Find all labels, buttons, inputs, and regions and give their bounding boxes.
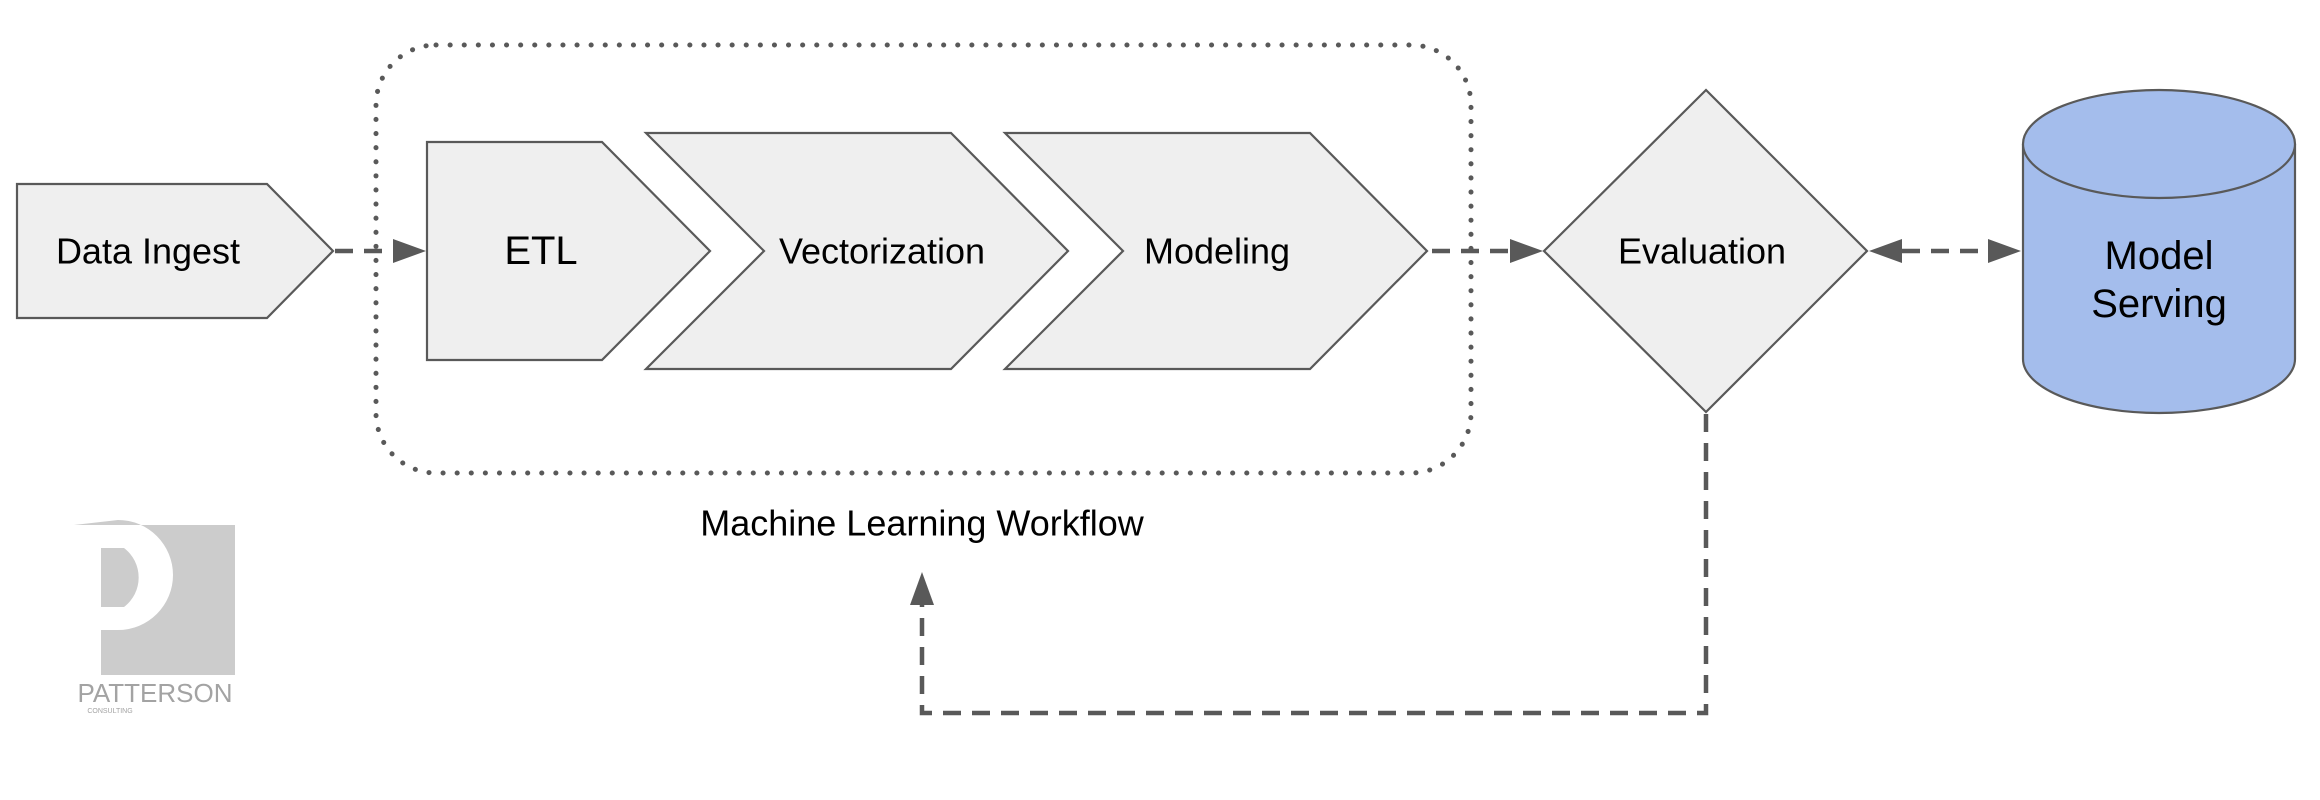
etl-label: ETL xyxy=(504,229,577,273)
feedback-loop-connector xyxy=(910,414,1709,716)
vectorization-label: Vectorization xyxy=(779,231,985,272)
ml-workflow-group-border xyxy=(373,42,1474,476)
data-ingest-node: Data Ingest xyxy=(15,182,335,320)
etl-node: ETL xyxy=(425,140,712,362)
model-serving-body xyxy=(2021,144,2297,415)
model-serving-label-line2: Serving xyxy=(2091,282,2227,326)
arrowhead-left xyxy=(1869,239,1902,263)
evaluation-node: Evaluation xyxy=(1542,88,1869,414)
arrowhead-right xyxy=(1988,239,2021,263)
model-serving-label-line1: Model xyxy=(2105,234,2214,278)
modeling-label: Modeling xyxy=(1144,231,1290,272)
connector-modeling-to-evaluation xyxy=(1432,239,1543,263)
logo-tagline: CONSULTING xyxy=(87,708,132,715)
model-serving-database: Model Serving xyxy=(2021,88,2297,415)
modeling-node: Modeling xyxy=(1002,131,1429,371)
vectorization-node: Vectorization xyxy=(643,131,1070,371)
logo-name: PATTERSON xyxy=(77,678,232,708)
logo-mark xyxy=(74,520,235,675)
arrowhead-right xyxy=(393,239,426,263)
model-serving-top xyxy=(2021,88,2297,200)
arrowhead-up xyxy=(910,572,934,605)
arrowhead-right xyxy=(1510,239,1543,263)
evaluation-label: Evaluation xyxy=(1618,231,1786,272)
patterson-logo: PATTERSON CONSULTING xyxy=(74,520,235,715)
ml-workflow-label: Machine Learning Workflow xyxy=(700,503,1145,544)
connector-evaluation-to-serving xyxy=(1869,239,2021,263)
connector-ingest-to-etl xyxy=(335,239,426,263)
data-ingest-label: Data Ingest xyxy=(56,231,240,272)
